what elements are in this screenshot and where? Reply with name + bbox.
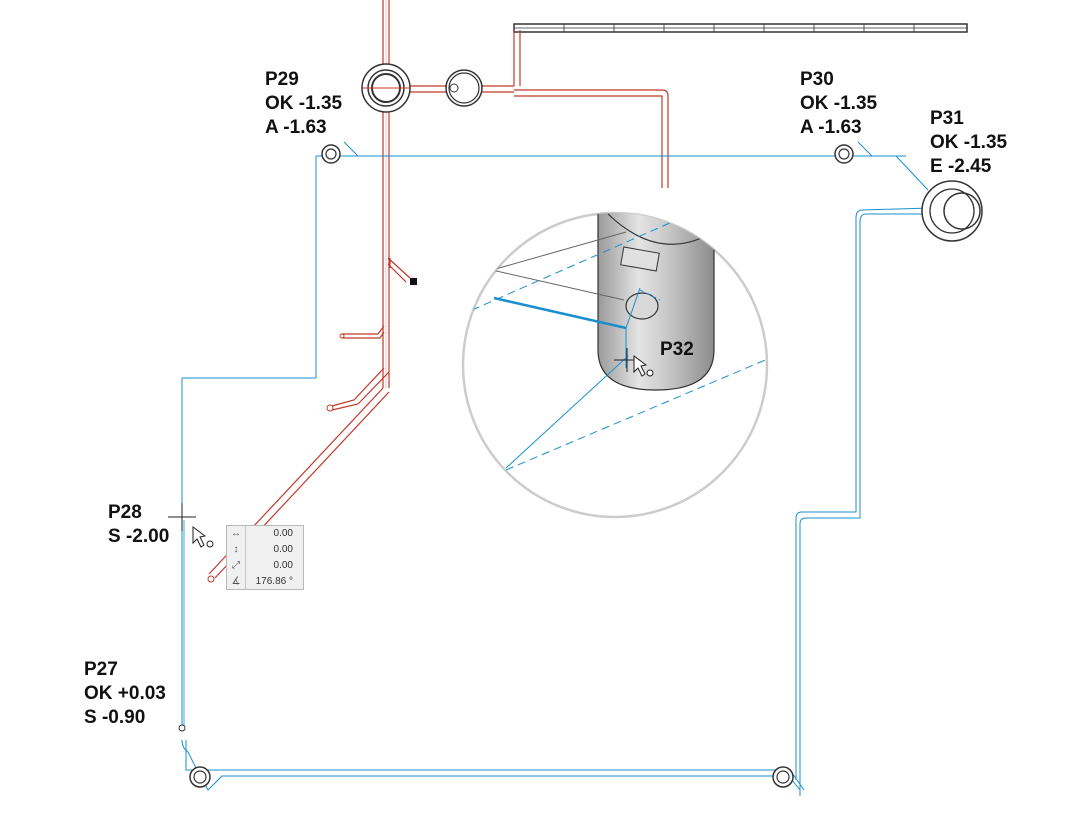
coord-value-dx[interactable]: 0.00	[273, 528, 293, 539]
diagonal-distance-icon: ⤢	[232, 560, 240, 571]
p30-id: P30	[800, 69, 834, 90]
point-label-p30: P30 OK -1.35 A -1.63	[800, 68, 877, 140]
p30-ok-level: OK -1.35	[800, 93, 878, 114]
drain-fixture-top[interactable]	[445, 69, 483, 107]
coord-row-dx[interactable]: ↔ 0.00	[227, 526, 303, 542]
p28-s-level: S -2.00	[108, 526, 170, 547]
point-label-p29: P29 OK -1.35 A -1.63	[265, 68, 342, 140]
cleanout-fixture-bottom-right[interactable]	[772, 766, 794, 788]
coord-value-dy[interactable]: 0.00	[273, 544, 293, 555]
horizontal-distance-icon: ↔	[231, 528, 241, 539]
magnifier-lens	[461, 211, 769, 519]
coord-row-angle[interactable]: ∡ 176.86 °	[227, 574, 303, 590]
p31-ok-level: OK -1.35	[930, 132, 1008, 153]
p31-e-level: E -2.45	[930, 156, 992, 177]
p32-id: P32	[660, 339, 694, 360]
coord-row-distance[interactable]: ⤢ 0.00	[227, 558, 303, 574]
point-label-p27: P27 OK +0.03 S -0.90	[84, 658, 166, 730]
coordinate-input-tracker[interactable]: ↔ 0.00 ↕ 0.00 ⤢ 0.00 ∡ 176.86 °	[226, 525, 304, 590]
cleanout-fixture-p27[interactable]	[178, 724, 186, 732]
p27-id: P27	[84, 659, 118, 680]
angle-icon: ∡	[231, 576, 241, 587]
point-label-p31: P31 OK -1.35 E -2.45	[930, 107, 1007, 179]
p28-id: P28	[108, 502, 142, 523]
p27-ok-level: OK +0.03	[84, 683, 166, 704]
top-wall	[513, 23, 968, 33]
p29-id: P29	[265, 69, 299, 90]
coord-row-dy[interactable]: ↕ 0.00	[227, 542, 303, 558]
cleanout-fixture-p30[interactable]	[834, 144, 854, 164]
coordinate-separator	[245, 526, 246, 590]
p29-a-level: A -1.63	[265, 117, 327, 138]
coord-value-distance[interactable]: 0.00	[273, 560, 293, 571]
drain-fixture-p29[interactable]	[361, 63, 411, 113]
drain-fixture-p31[interactable]	[921, 180, 983, 242]
endpoint-marker[interactable]	[410, 278, 417, 285]
coord-value-angle[interactable]: 176.86 °	[255, 576, 293, 587]
crosshair-cursor-icon	[168, 503, 196, 531]
point-label-p28: P28 S -2.00	[108, 501, 169, 549]
vertical-distance-icon: ↕	[233, 544, 239, 555]
cleanout-fixture-p29[interactable]	[321, 144, 341, 164]
p27-s-level: S -0.90	[84, 707, 146, 728]
cleanout-fixture-bottom-left[interactable]	[189, 766, 211, 788]
arrow-pointer-icon	[192, 526, 214, 548]
point-label-p32: P32	[660, 338, 694, 362]
p31-id: P31	[930, 108, 964, 129]
p30-a-level: A -1.63	[800, 117, 862, 138]
p29-ok-level: OK -1.35	[265, 93, 343, 114]
